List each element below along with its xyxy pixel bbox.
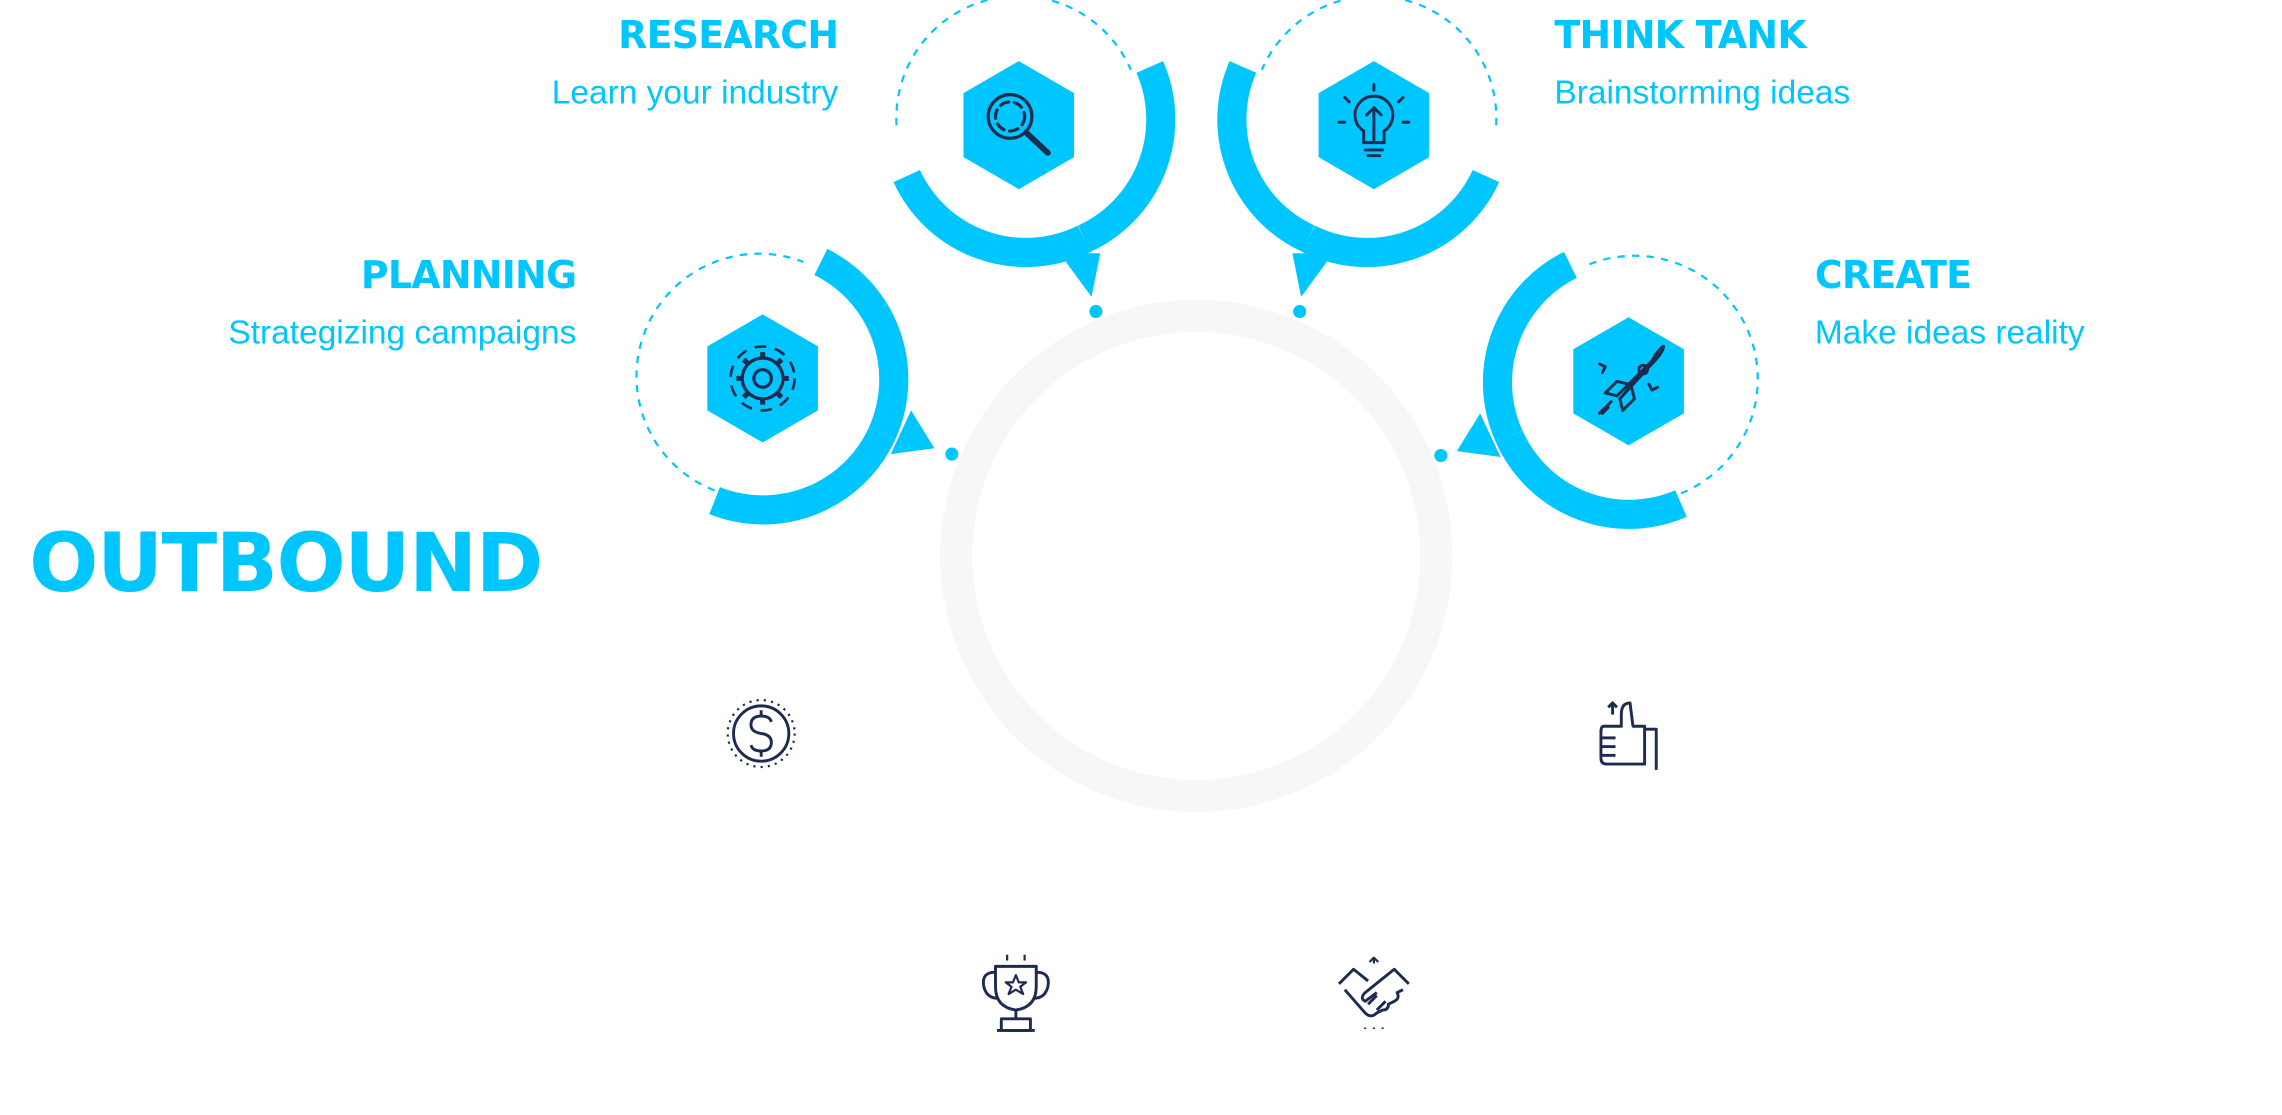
planning-node bbox=[635, 248, 935, 525]
page-heading: OUTBOUND bbox=[29, 516, 543, 612]
handshake-icon bbox=[1337, 956, 1410, 1029]
center-ring bbox=[940, 299, 1453, 813]
research-title: RESEARCH bbox=[618, 14, 839, 59]
think-tank-node bbox=[1217, 0, 1500, 297]
dollar-coin-icon bbox=[726, 698, 796, 769]
think-tank-title: THINK TANK bbox=[1554, 14, 1806, 59]
research-node bbox=[893, 0, 1176, 297]
connector-dot-thinktank bbox=[1293, 304, 1307, 319]
research-subtitle: Learn your industry bbox=[551, 72, 839, 111]
connector-dot-research bbox=[1089, 304, 1103, 319]
lightbulb-icon bbox=[1337, 82, 1411, 158]
connector-dot-planning bbox=[945, 447, 959, 461]
trophy-icon bbox=[981, 954, 1050, 1032]
create-subtitle: Make ideas reality bbox=[1814, 312, 2085, 351]
magnifier-icon bbox=[986, 93, 1051, 156]
planning-subtitle: Strategizing campaigns bbox=[228, 312, 577, 351]
think-tank-subtitle: Brainstorming ideas bbox=[1554, 72, 1851, 111]
planning-title: PLANNING bbox=[360, 254, 577, 299]
connector-dot-create bbox=[1434, 448, 1448, 463]
rocket-icon bbox=[1598, 344, 1665, 415]
gear-icon bbox=[729, 345, 796, 412]
create-title: CREATE bbox=[1814, 254, 1972, 299]
create-node bbox=[1456, 251, 1759, 529]
thumbs-up-icon bbox=[1599, 701, 1658, 770]
